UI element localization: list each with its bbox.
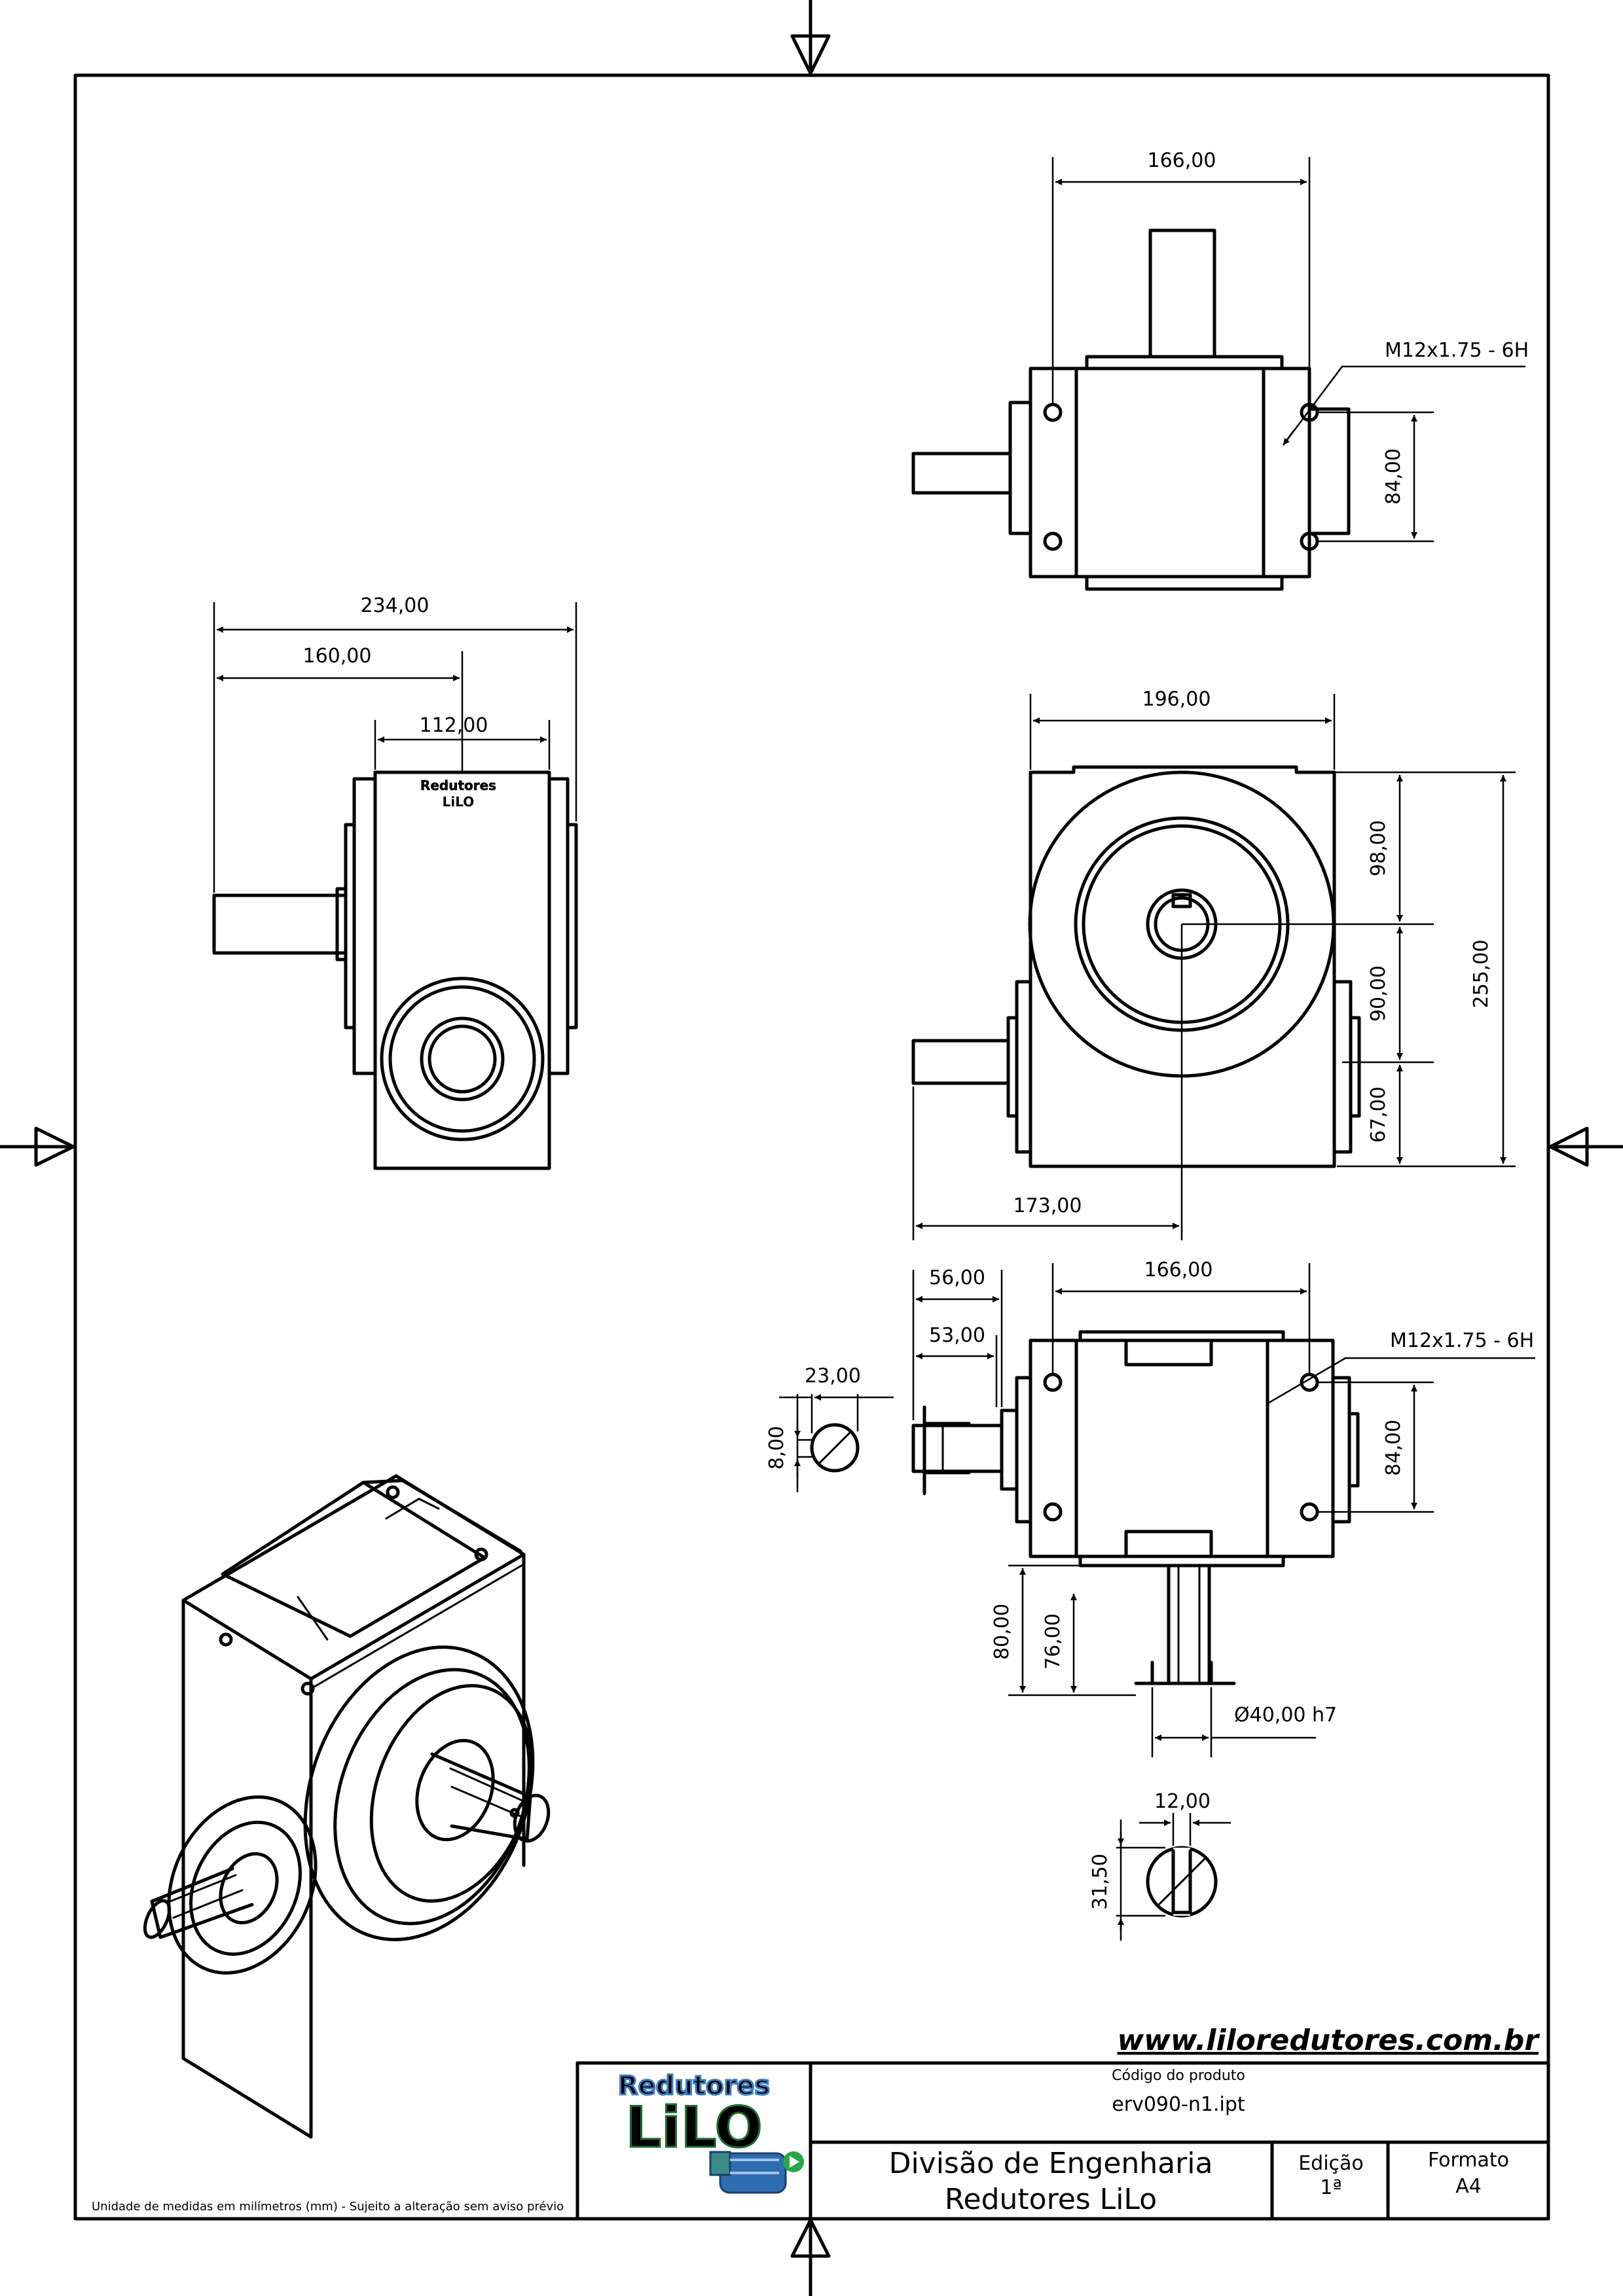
bottom-output-len-76: 76,00 bbox=[1042, 1613, 1065, 1670]
side-logo-line2: LiLO bbox=[443, 794, 475, 810]
logo-top-text: Redutores bbox=[618, 2071, 770, 2101]
bottom-thread-note: M12x1.75 - 6H bbox=[1390, 1329, 1534, 1352]
side-view bbox=[212, 602, 578, 1170]
top-width-dim: 166,00 bbox=[1148, 149, 1216, 172]
product-code: erv090-n1.ipt bbox=[1112, 2093, 1245, 2116]
motor-icon bbox=[709, 2151, 787, 2194]
isometric-view bbox=[143, 1474, 551, 2139]
bottom-output-len-80: 80,00 bbox=[991, 1604, 1013, 1660]
side-body-dim: 112,00 bbox=[420, 714, 488, 737]
side-overall-dim: 234,00 bbox=[361, 594, 429, 617]
front-shaft-dim: 173,00 bbox=[1013, 1194, 1082, 1217]
front-height-dim: 255,00 bbox=[1470, 940, 1493, 1009]
input-key-width: 23,00 bbox=[805, 1365, 861, 1388]
side-logo-line1: Redutores bbox=[420, 778, 496, 793]
front-width-dim: 196,00 bbox=[1142, 688, 1211, 711]
logo-bottom-text: LiLO bbox=[625, 2095, 762, 2161]
department-line2: Redutores LiLo bbox=[945, 2183, 1157, 2216]
company-logo: Redutores LiLO bbox=[617, 2070, 804, 2194]
input-key-section bbox=[779, 1394, 894, 1492]
format-value: A4 bbox=[1455, 2175, 1482, 2198]
input-key-depth: 8,00 bbox=[765, 1426, 788, 1470]
bottom-width-dim: 166,00 bbox=[1144, 1259, 1213, 1282]
front-upper-dim: 98,00 bbox=[1367, 820, 1390, 876]
title-block bbox=[575, 2061, 1550, 2221]
website[interactable]: www.liloredutores.com.br bbox=[1118, 2024, 1541, 2057]
output-key-width: 12,00 bbox=[1154, 1790, 1211, 1813]
bottom-shaft-len-56: 56,00 bbox=[929, 1266, 985, 1289]
edition-label: Edição bbox=[1298, 2152, 1364, 2175]
product-code-label: Código do produto bbox=[1112, 2068, 1245, 2084]
output-key-section bbox=[1116, 1813, 1231, 1941]
front-middle-dim: 90,00 bbox=[1367, 965, 1390, 1022]
side-shaft-dim: 160,00 bbox=[303, 645, 372, 668]
front-lower-dim: 67,00 bbox=[1367, 1086, 1390, 1143]
bottom-shaft-len-53: 53,00 bbox=[929, 1324, 985, 1347]
top-view bbox=[911, 157, 1525, 591]
output-key-height: 31,50 bbox=[1089, 1854, 1112, 1910]
format-label: Formato bbox=[1428, 2149, 1509, 2172]
footnote: Unidade de medidas em milímetros (mm) - … bbox=[92, 2200, 564, 2214]
top-thread-note: M12x1.75 - 6H bbox=[1385, 339, 1529, 362]
department-line1: Divisão de Engenharia bbox=[889, 2147, 1213, 2180]
bottom-output-diameter: Ø40,00 h7 bbox=[1234, 1704, 1337, 1727]
top-hole-spacing-dim: 84,00 bbox=[1382, 448, 1405, 505]
edition-value: 1ª bbox=[1320, 2176, 1341, 2199]
bottom-view bbox=[911, 1263, 1535, 1757]
front-view bbox=[911, 694, 1516, 1240]
bottom-hole-spacing-dim: 84,00 bbox=[1382, 1420, 1405, 1476]
